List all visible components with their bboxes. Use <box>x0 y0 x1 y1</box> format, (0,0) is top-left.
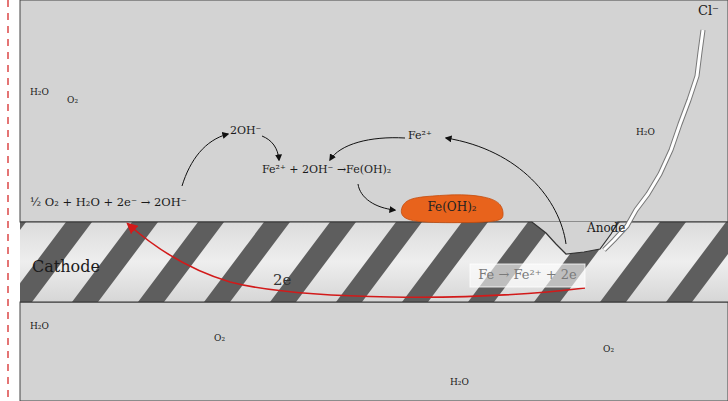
rebar-rib <box>468 222 554 302</box>
reaction-equation: Fe²⁺ + 2OH⁻ →Fe(OH)₂ <box>262 164 391 176</box>
faded-box-shape <box>470 264 585 287</box>
reaction-arrow <box>330 138 405 160</box>
rebar-surface <box>20 222 728 254</box>
species-label: H₂O <box>30 88 49 98</box>
rebar-rib <box>336 222 422 302</box>
electrode-label: Cathode <box>32 257 100 276</box>
species-label: O₂ <box>67 96 78 106</box>
species-label: O₂ <box>214 334 225 344</box>
product-label: Fe(OH)₂ <box>427 201 476 214</box>
anodic-reaction-box: Fe → Fe²⁺ + 2e <box>470 264 585 287</box>
species-label: H₂O <box>450 378 469 388</box>
electron-flow-arrow <box>128 224 585 297</box>
ion-label: Cl⁻ <box>698 4 719 18</box>
reaction-arrow <box>262 136 279 160</box>
reaction-arrow <box>358 184 395 210</box>
symmetry-line <box>7 0 8 401</box>
crack-outline <box>604 30 703 250</box>
electron-label: 2e <box>273 272 291 289</box>
reaction-arrow <box>182 134 228 186</box>
reaction-equation: ½ O₂ + H₂O + 2e⁻ → 2OH⁻ <box>30 196 187 209</box>
species-label: O₂ <box>603 345 614 355</box>
reaction-equation: Fe → Fe²⁺ + 2e <box>478 268 576 282</box>
crack <box>604 30 703 250</box>
ion-label: Fe²⁺ <box>408 130 432 142</box>
steel-rebar-band: Cathode Fe → Fe²⁺ + 2e <box>20 222 728 302</box>
reaction-arrow <box>446 138 566 244</box>
rust-deposit: Fe(OH)₂ <box>400 194 504 222</box>
rebar-rib <box>270 222 356 302</box>
species-label: H₂O <box>30 322 49 332</box>
steel-rebar <box>20 222 728 302</box>
species-label: H₂O <box>636 128 655 138</box>
rebar-ribs <box>20 222 728 302</box>
concrete-lower <box>20 302 728 401</box>
rebar-bottom <box>20 301 728 302</box>
rebar-rib <box>402 222 488 302</box>
rust-blob-shape <box>401 195 503 223</box>
electrode-label: Anode <box>587 222 625 235</box>
rebar-rib <box>666 222 728 302</box>
ion-label: 2OH⁻ <box>230 125 261 137</box>
concrete-upper <box>20 0 728 222</box>
